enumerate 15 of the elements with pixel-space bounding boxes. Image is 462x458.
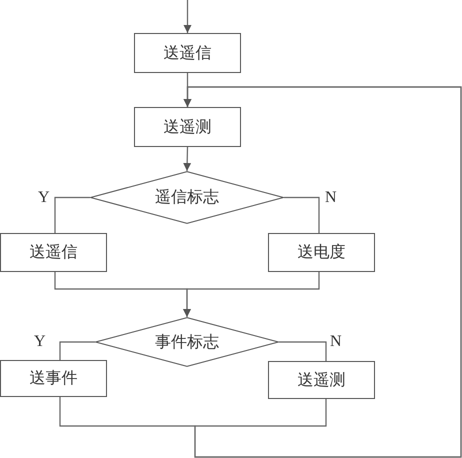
arrow	[183, 146, 192, 172]
process-box: 送事件	[0, 360, 107, 397]
decision-diamond: 事件标志	[95, 317, 279, 367]
process-box: 送电度	[268, 233, 375, 272]
arrow	[59, 341, 95, 360]
arrow	[183, 272, 320, 317]
arrow	[54, 196, 90, 233]
arrow	[184, 86, 462, 458]
process-box: 送遥测	[268, 361, 375, 399]
decision-diamond: 遥信标志	[90, 171, 284, 224]
arrow	[184, 0, 192, 33]
process-box: 送遥信	[0, 233, 107, 272]
process-box: 送遥信	[134, 33, 241, 73]
process-box: 送遥测	[134, 107, 241, 147]
arrow	[284, 196, 320, 233]
